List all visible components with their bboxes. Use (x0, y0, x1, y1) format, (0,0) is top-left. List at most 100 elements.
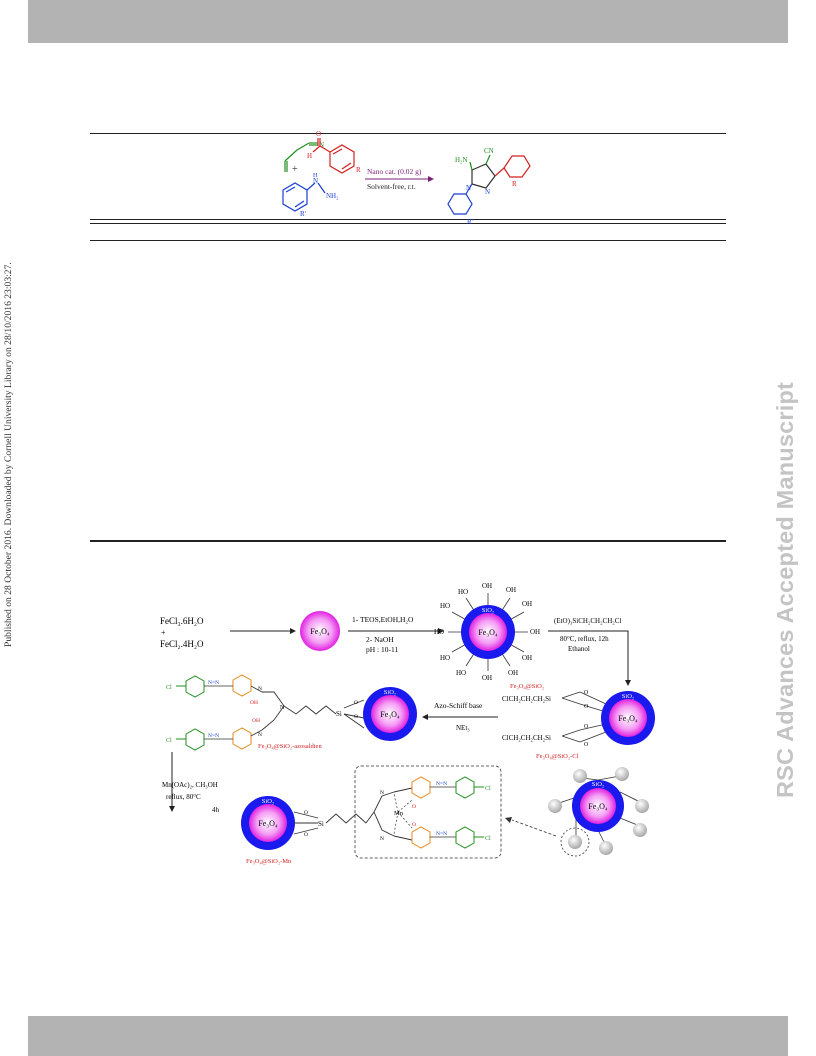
label-azosaldien: Fe₃O₄@SiO₂-azosaldien (258, 743, 322, 750)
svg-text:N: N (380, 790, 384, 796)
svg-text:N=N: N=N (208, 733, 219, 739)
fe3o4-nanoparticle (300, 611, 340, 651)
aldehyde-structure (312, 138, 355, 174)
svg-text:N: N (258, 686, 262, 692)
svg-text:N=N: N=N (436, 781, 447, 787)
svg-text:Fe₃O₄: Fe₃O₄ (618, 714, 638, 723)
product-n2-label: N (485, 188, 490, 196)
conditions-top: Nano cat. (0.02 g) (367, 167, 422, 176)
cl-chain-1: ClCH₂CH₂CH₂Si (502, 695, 551, 703)
step2-line3: Ethanol (568, 645, 590, 653)
hydrazine-structure (282, 182, 326, 212)
svg-text:OH: OH (250, 700, 258, 706)
svg-text:O: O (412, 822, 416, 828)
table-rule-2 (90, 219, 726, 220)
reaction-arrowhead (428, 176, 434, 182)
svg-text:OH: OH (530, 628, 540, 636)
svg-text:O: O (584, 742, 589, 748)
aldehyde-h-label: H (307, 152, 312, 160)
product-n1-label: N (466, 184, 471, 192)
dashed-arrow (511, 819, 557, 837)
svg-text:HO: HO (458, 588, 468, 596)
svg-text:Si: Si (318, 820, 324, 828)
hydrazine-n-label: N (313, 177, 318, 185)
product-h2n-label: H₂N (455, 156, 468, 164)
cl-chain-2: ClCH₂CH₂CH₂Si (502, 734, 551, 742)
svg-text:O: O (584, 704, 589, 710)
step4-line2: reflux, 80°C (166, 793, 201, 801)
svg-text:Fe₃O₄: Fe₃O₄ (588, 802, 608, 811)
footer-bar (28, 1016, 788, 1056)
svg-text:Fe₃O₄: Fe₃O₄ (258, 819, 278, 828)
fe3o4-label: Fe₃O₄ (310, 627, 330, 636)
svg-text:O: O (304, 810, 308, 816)
silica-hydroxyl-particle: SiO₂ Fe₃O₄ OH OH OH OH OH OH OH HO HO HO… (434, 582, 544, 690)
svg-text:O: O (354, 700, 358, 706)
label-fe3o4-sio2: Fe₃O₄@SiO₂ (510, 683, 544, 690)
svg-text:OH: OH (508, 669, 518, 677)
step2-line2: 80°C, reflux, 12h (560, 635, 609, 643)
svg-text:SiO₂: SiO₂ (622, 693, 634, 700)
aldehyde-r-label: R (356, 166, 361, 174)
step4-line3: 4h (212, 806, 220, 814)
svg-text:O: O (584, 690, 589, 696)
svg-text:O: O (584, 724, 589, 730)
aldehyde-o-label: O (316, 130, 321, 138)
hydrazine-nh2-label: NH₂ (326, 192, 339, 200)
chloropropyl-particle: SiO₂ Fe₃O₄ ClCH₂CH₂CH₂Si ClCH₂CH₂CH₂Si O… (502, 690, 655, 760)
step3-line2: NEt₃ (456, 724, 470, 732)
svg-text:HO: HO (434, 628, 444, 636)
mn-complex-detail: Mn N N O O N=N N=N Cl Cl (354, 765, 502, 859)
table-top-rule (90, 133, 726, 134)
svg-text:O: O (304, 832, 308, 838)
svg-text:SiO₂: SiO₂ (262, 798, 274, 805)
schematic-particle: SiO₂ Fe₃O₄ (548, 767, 649, 857)
label-fe3o4-sio2-cl: Fe₃O₄@SiO₂-Cl (536, 753, 579, 760)
pyrazole-product (447, 154, 531, 215)
reaction-scheme: N + O H R N H NH₂ R' Nano cat. ( (282, 130, 531, 226)
nitrile-n-label: N (319, 141, 324, 149)
hydrazine-rprime-label: R' (300, 210, 306, 218)
step1-line2: 2- NaOH (366, 635, 394, 644)
svg-text:OH: OH (482, 582, 492, 590)
svg-text:N=N: N=N (208, 680, 219, 686)
product-cn-label: CN (484, 147, 494, 155)
svg-text:SiO₂: SiO₂ (384, 689, 396, 696)
svg-text:HO: HO (456, 669, 466, 677)
svg-text:SiO₂: SiO₂ (592, 781, 604, 788)
svg-text:O: O (354, 714, 358, 720)
reactant-plus: + (161, 628, 166, 637)
svg-text:OH: OH (506, 586, 516, 594)
label-mn-catalyst: Fe₃O₄@SiO₂-Mn (246, 858, 292, 865)
svg-text:Mn: Mn (394, 810, 404, 817)
step1-line1: 1- TEOS,EtOH,H₂O (352, 615, 414, 624)
azosaldien-particle: SiO₂ Fe₃O₄ Si O O N (166, 674, 417, 751)
malononitrile-structure (284, 142, 318, 172)
svg-text:N: N (380, 836, 384, 842)
svg-text:HO: HO (440, 654, 450, 662)
svg-text:N: N (280, 705, 285, 711)
svg-text:HO: HO (440, 602, 450, 610)
table-rule-3 (90, 223, 726, 224)
ligand-ball (573, 769, 587, 783)
svg-text:Si: Si (336, 710, 342, 718)
step4-line1: Mn(OAc)₂, CH₃OH (162, 781, 218, 789)
reactant-fecl2: FeCl₂.4H₂O (160, 639, 204, 649)
product-r-label: R (512, 180, 517, 188)
product-rprime-label: R' (467, 218, 473, 226)
svg-text:N: N (258, 732, 262, 738)
svg-text:Cl: Cl (485, 786, 491, 792)
svg-text:Fe₃O₄: Fe₃O₄ (380, 710, 400, 719)
svg-text:OH: OH (522, 654, 532, 662)
svg-text:OH: OH (252, 718, 260, 724)
hydrazine-h-label: H (313, 173, 318, 179)
silica-shell-label: SiO₂ (482, 607, 494, 614)
step1-line3: pH : 10-11 (366, 645, 398, 654)
silica-core-label: Fe₃O₄ (478, 628, 498, 637)
arrow-3 (548, 630, 629, 680)
svg-text:Cl: Cl (166, 738, 172, 744)
header-bar (28, 0, 788, 43)
svg-text:N=N: N=N (436, 831, 447, 837)
svg-text:OH: OH (482, 674, 492, 682)
